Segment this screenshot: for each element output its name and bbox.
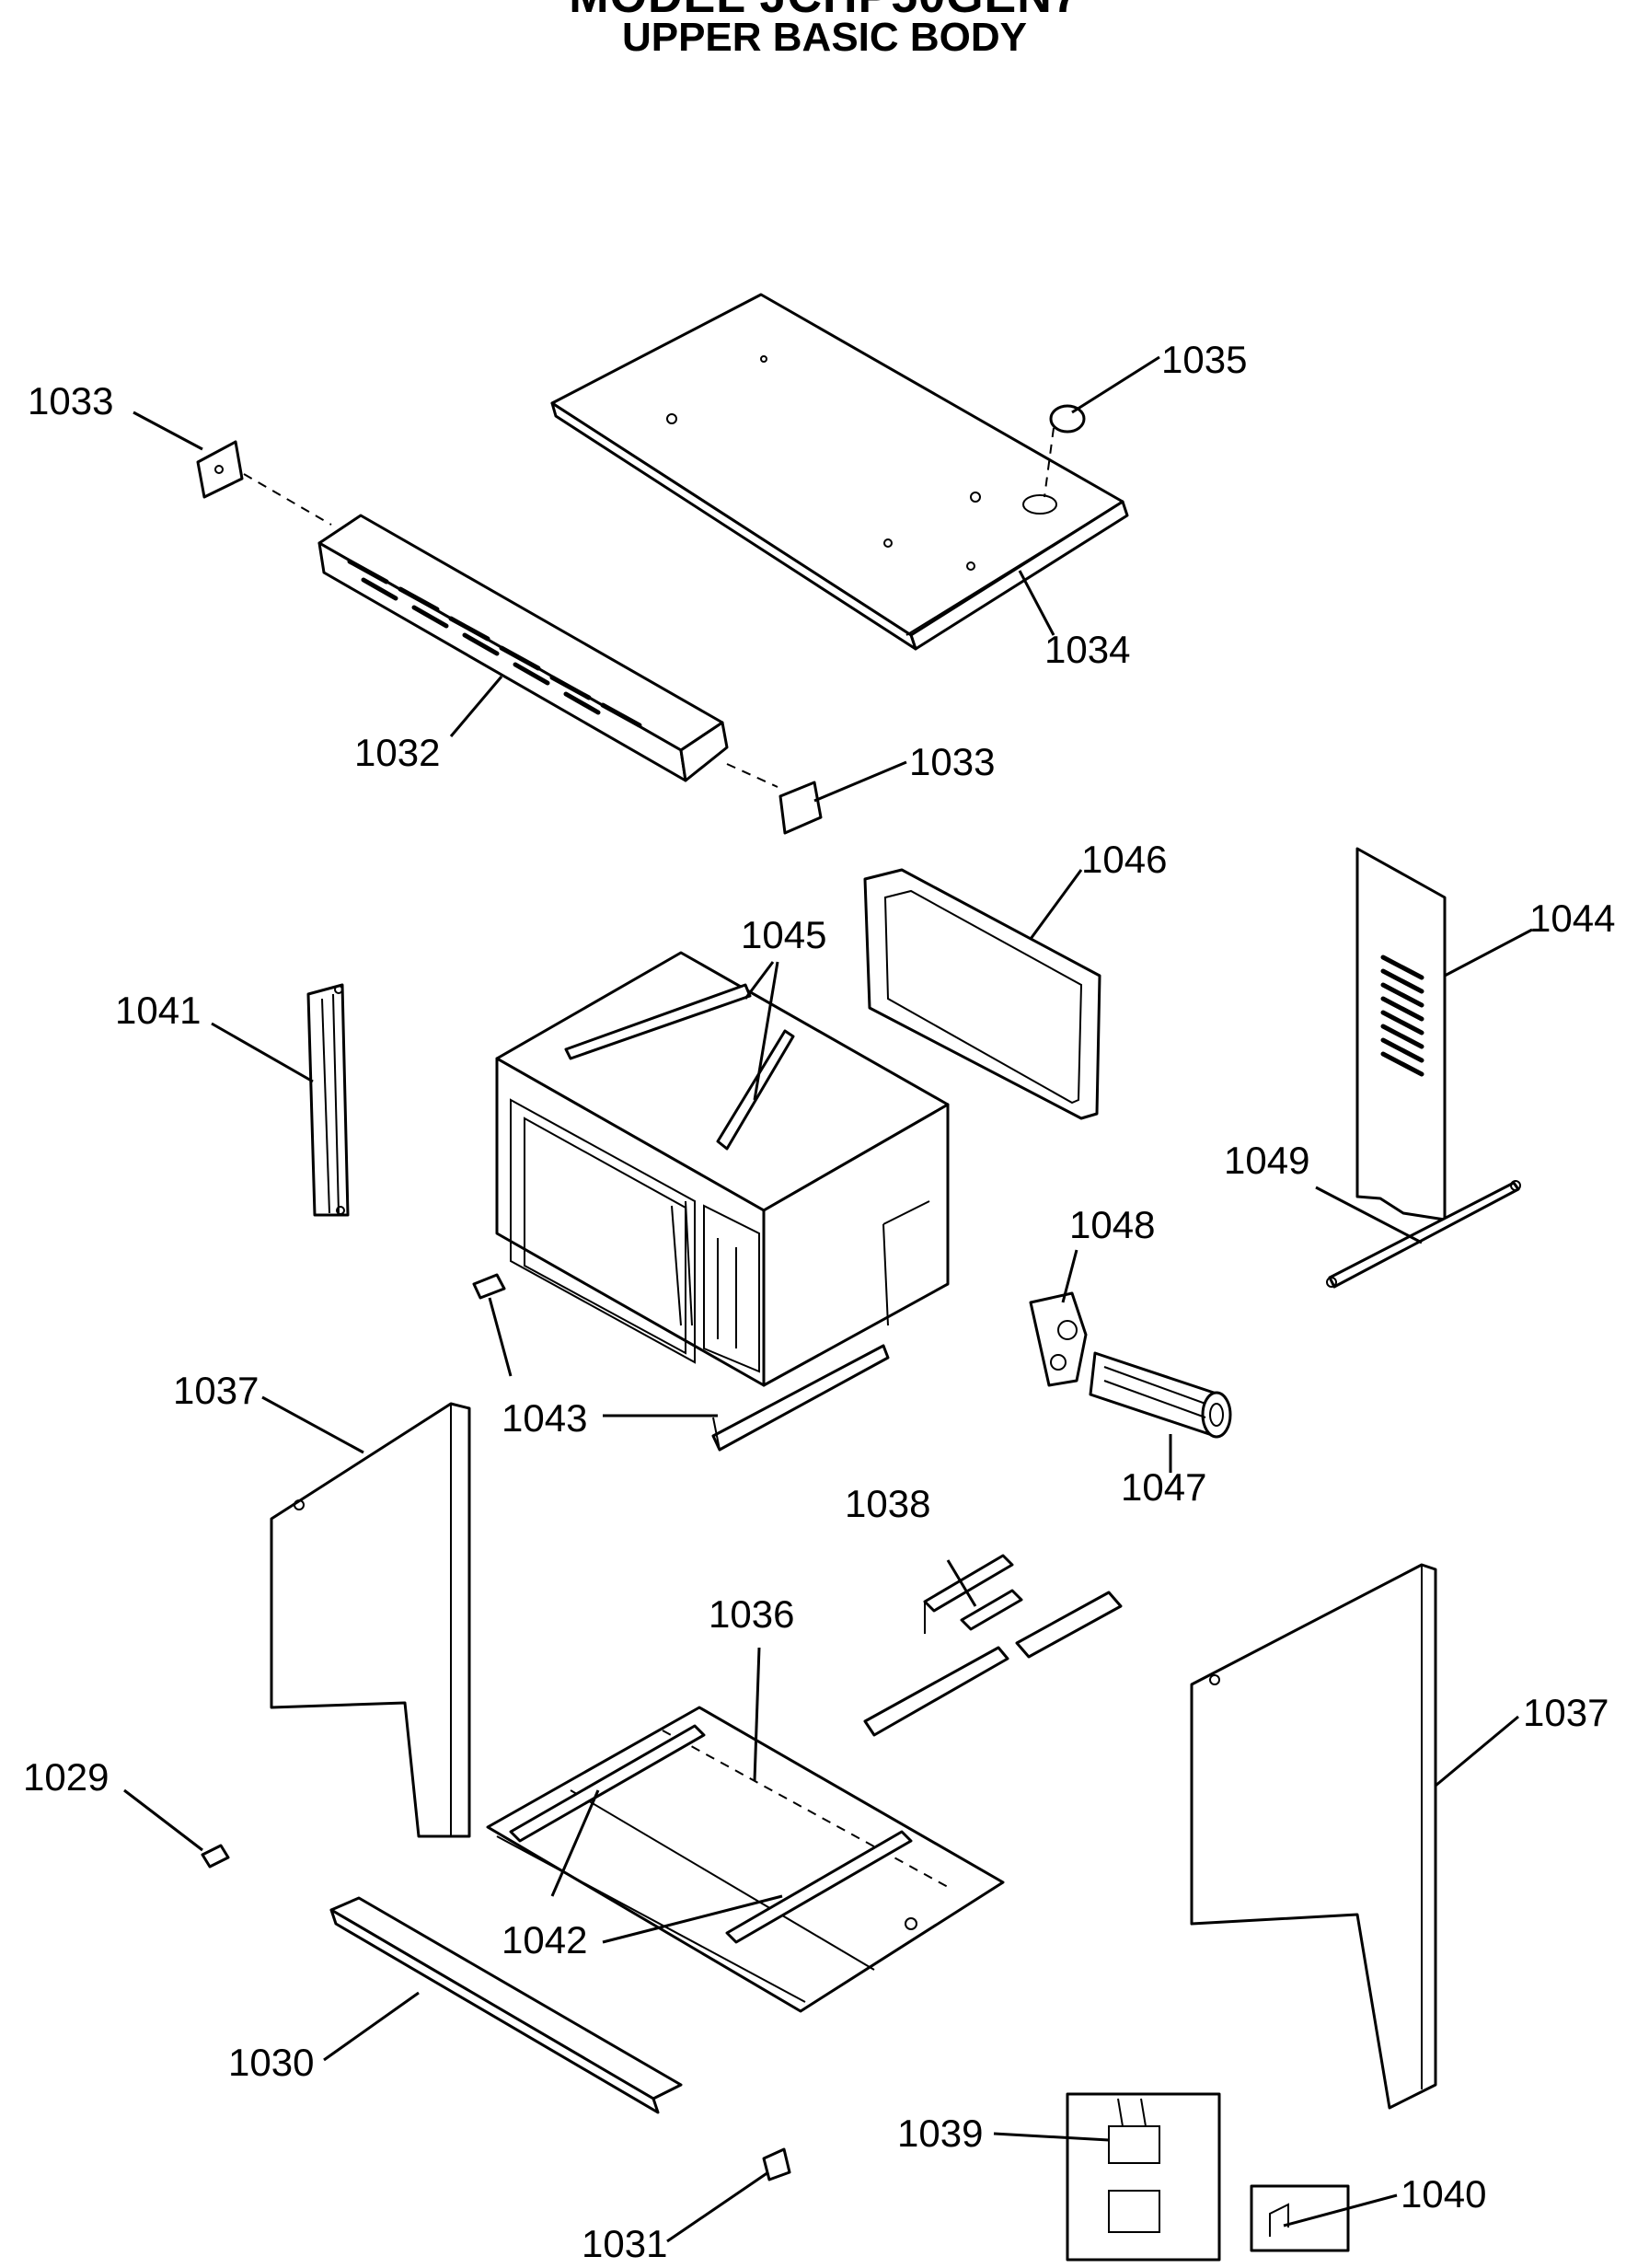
part-1040-hook [1250, 2184, 1350, 2252]
part-1049-rod [1326, 1180, 1521, 1289]
callout-1032: 1032 [354, 731, 440, 774]
callout-1045: 1045 [741, 913, 826, 956]
callout-1042: 1042 [502, 1918, 587, 1961]
part-1033-bracket-top [196, 440, 332, 526]
part-1037-right-side [1190, 1563, 1437, 2110]
callout-1031: 1031 [582, 2222, 667, 2265]
callout-1040: 1040 [1401, 2172, 1486, 2216]
part-1037-left-side [270, 1402, 471, 1838]
callout-1038: 1038 [845, 1482, 930, 1525]
part-1047-blower [1089, 1351, 1232, 1439]
part-1039-connector [1066, 2092, 1221, 2262]
part-1032-vent-rail [317, 514, 778, 788]
callout-1036: 1036 [709, 1592, 794, 1636]
part-1046-frame [863, 868, 1101, 1120]
callout-1041: 1041 [115, 989, 201, 1032]
callout-1043: 1043 [502, 1396, 587, 1440]
callout-1049: 1049 [1224, 1139, 1309, 1182]
section-title: UPPER BASIC BODY [621, 15, 1028, 60]
callout-1029: 1029 [23, 1755, 109, 1799]
callout-1037-left: 1037 [173, 1369, 259, 1412]
callout-1034: 1034 [1044, 628, 1130, 671]
callout-1033-mid: 1033 [909, 740, 995, 783]
callout-labels: 1033 1035 1034 1032 1033 1046 1045 1044 … [23, 338, 1615, 2265]
part-1035-knob [1044, 404, 1086, 498]
callout-1048: 1048 [1069, 1203, 1155, 1246]
part-1036-base-tray [486, 1706, 1005, 2013]
leader-lines [123, 355, 1533, 2243]
part-1043-feet [472, 1273, 890, 1452]
part-1038-heater [863, 1554, 1123, 1737]
callout-1035: 1035 [1161, 338, 1247, 381]
callout-1033-top: 1033 [28, 379, 113, 422]
part-1048-motor [1029, 1291, 1088, 1387]
part-1044-rear-panel [1355, 847, 1447, 1221]
part-1034-top-cover [550, 293, 1129, 651]
callout-1044: 1044 [1529, 897, 1615, 940]
part-1030-bottom-rail [329, 1896, 683, 2114]
oven-cavity-body [495, 951, 950, 1387]
part-1041-strut [306, 983, 350, 1217]
callout-1039: 1039 [897, 2112, 983, 2155]
part-1029-clip [201, 1844, 230, 1869]
callout-1047: 1047 [1121, 1465, 1206, 1509]
part-1033-bracket-mid [778, 781, 823, 835]
callout-1046: 1046 [1081, 838, 1167, 881]
callout-1037-right: 1037 [1523, 1691, 1609, 1734]
model-title: MODEL JCHP50GEN7 [0, 0, 1649, 24]
callout-1030: 1030 [228, 2041, 314, 2084]
part-1031-clip [762, 2147, 791, 2181]
